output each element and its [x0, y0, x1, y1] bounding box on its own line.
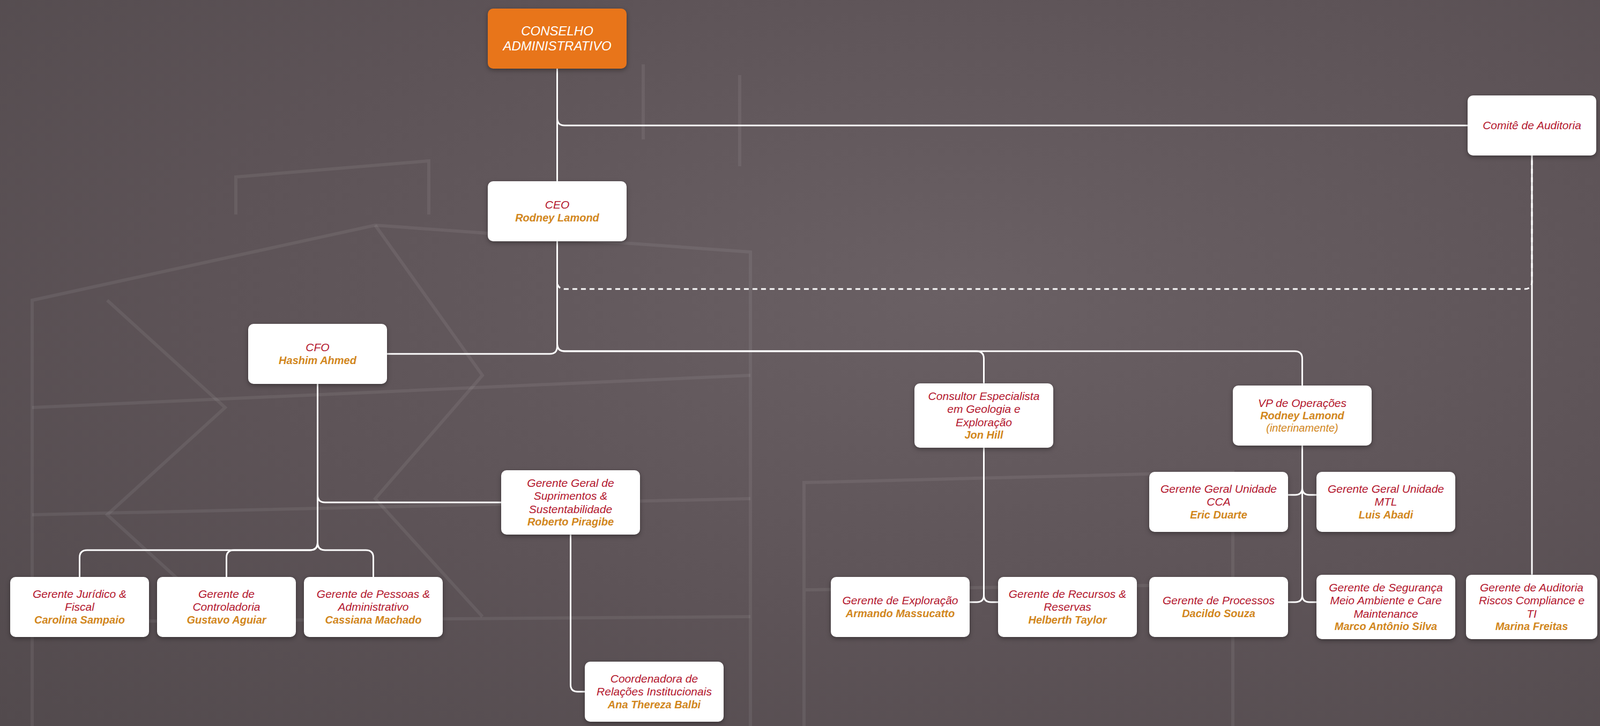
role-box: Gerente Geral Unidade MTLLuis Abadi — [1316, 471, 1456, 532]
org-connector — [984, 447, 999, 602]
person-name: (interinamente) — [1239, 421, 1366, 435]
role-title: Gerente de Pessoas & Administrativo — [310, 587, 437, 614]
role-title: CONSELHO ADMINISTRATIVO — [494, 23, 621, 54]
org-connector — [1531, 155, 1533, 575]
role-title: CEO — [494, 198, 621, 212]
org-connector — [226, 383, 318, 577]
person-name: Armando Massucatto — [837, 607, 964, 620]
person-name: Ana Thereza Balbi — [591, 698, 718, 711]
role-box: Gerente Geral de Suprimentos & Sustentab… — [501, 470, 640, 535]
role-title: Gerente Jurídico & Fiscal — [16, 587, 143, 614]
org-connector — [557, 68, 1469, 126]
org-connector — [1288, 445, 1303, 602]
role-box: Comitê de Auditoria — [1467, 95, 1597, 156]
role-title: VP de Operações — [1239, 396, 1366, 410]
person-name: Rodney Lamond — [494, 211, 621, 225]
org-connector — [1302, 445, 1317, 602]
role-title: Comitê de Auditoria — [1474, 118, 1590, 132]
role-title: Consultor Especialista em Geologia e Exp… — [920, 389, 1047, 429]
role-box: Gerente Geral Unidade CCAEric Duarte — [1149, 471, 1289, 532]
role-title: Coordenadora de Relações Institucionais — [591, 672, 718, 699]
role-title: Gerente de Recursos & Reservas — [1004, 587, 1131, 614]
person-name: Dacildo Souza — [1155, 607, 1282, 620]
role-title: Gerente de Controladoria — [163, 587, 290, 614]
org-connector — [1302, 445, 1317, 495]
org-connector — [79, 383, 318, 577]
org-connector — [1288, 445, 1303, 495]
org-connector — [317, 383, 374, 577]
dashed-connector — [557, 155, 1533, 289]
board-box: CONSELHO ADMINISTRATIVO — [487, 8, 627, 69]
role-box: Gerente de Auditoria Riscos Compliance e… — [1465, 574, 1598, 639]
role-box: Consultor Especialista em Geologia e Exp… — [914, 383, 1054, 448]
role-box: Gerente de Recursos & ReservasHelberth T… — [998, 576, 1137, 637]
role-title: Gerente de Exploração — [837, 593, 964, 607]
org-connector — [387, 241, 558, 354]
role-box: Gerente Jurídico & FiscalCarolina Sampai… — [10, 576, 150, 637]
role-box: Gerente de ProcessosDacildo Souza — [1149, 576, 1289, 637]
role-title: Gerente Geral Unidade CCA — [1155, 482, 1282, 509]
person-name: Eric Duarte — [1155, 508, 1282, 522]
person-name: Gustavo Aguiar — [163, 613, 290, 627]
role-title: Gerente de Auditoria Riscos Compliance e… — [1472, 581, 1591, 621]
person-name: Jon Hill — [920, 428, 1047, 442]
role-box: Gerente de ControladoriaGustavo Aguiar — [157, 576, 296, 637]
role-box: Coordenadora de Relações InstitucionaisA… — [584, 661, 724, 722]
role-title: Gerente de Segurança Meio Ambiente e Car… — [1322, 581, 1449, 621]
role-box: Gerente de ExploraçãoArmando Massucatto — [830, 576, 970, 637]
role-box: CEORodney Lamond — [487, 181, 627, 242]
org-connector — [969, 447, 985, 602]
org-connector — [557, 241, 985, 384]
person-name: Luis Abadi — [1322, 508, 1449, 522]
role-box: VP de OperaçõesRodney Lamond(interinamen… — [1232, 385, 1372, 446]
person-name: Marina Freitas — [1472, 620, 1591, 633]
role-title: CFO — [254, 340, 381, 354]
role-box: CFOHashim Ahmed — [248, 323, 388, 384]
person-name: Rodney Lamond — [1239, 409, 1366, 422]
person-name: Roberto Piragibe — [507, 515, 634, 528]
person-name: Carolina Sampaio — [16, 613, 143, 627]
role-box: Gerente de Segurança Meio Ambiente e Car… — [1316, 574, 1456, 639]
person-name: Marco Antônio Silva — [1322, 620, 1449, 633]
person-name: Helberth Taylor — [1004, 613, 1131, 627]
person-name: Hashim Ahmed — [254, 354, 381, 367]
role-title: Gerente Geral de Suprimentos & Sustentab… — [507, 476, 634, 516]
person-name: Cassiana Machado — [310, 613, 437, 627]
role-box: Gerente de Pessoas & AdministrativoCassi… — [303, 576, 443, 637]
org-connector — [557, 241, 1303, 386]
role-title: Gerente de Processos — [1155, 593, 1282, 607]
org-connector — [570, 534, 586, 692]
role-title: Gerente Geral Unidade MTL — [1322, 482, 1449, 509]
org-connector — [317, 383, 502, 503]
